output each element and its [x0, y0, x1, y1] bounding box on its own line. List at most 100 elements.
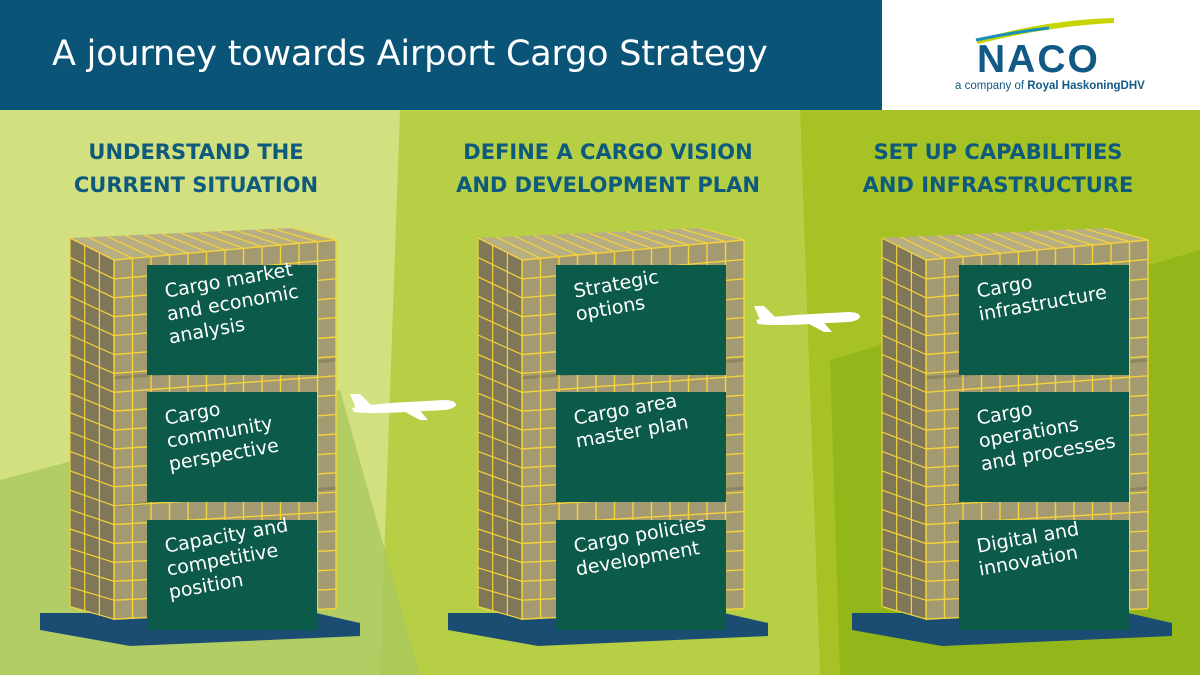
net-top-line: [143, 234, 189, 254]
net-side-hline: [881, 470, 927, 488]
logo-tagline: a company of Royal HaskoningDHV: [955, 80, 1145, 92]
net-top-line: [937, 234, 982, 256]
net-top-line: [607, 231, 652, 249]
net-top-line: [291, 227, 337, 241]
net-top-line: [533, 234, 578, 256]
net-top-line: [88, 236, 133, 259]
net-side-hline: [69, 412, 115, 431]
net-side-hline: [69, 547, 115, 563]
net-top-line: [180, 232, 226, 251]
net-side-hline: [477, 431, 523, 450]
net-top-line: [162, 233, 207, 253]
net-hline: [925, 375, 1149, 393]
net-side-hline: [477, 276, 523, 299]
net-top-line: [881, 237, 927, 261]
net-side-hline: [477, 470, 523, 488]
net-side-hline: [477, 373, 523, 393]
net-side-hline: [69, 489, 115, 507]
logo-wordmark: NACO: [977, 38, 1100, 81]
airplane-icon: [350, 394, 456, 420]
net-top-line: [974, 233, 1019, 253]
net-top-line: [918, 235, 964, 258]
column-3-heading: SET UP CAPABILITIES AND INFRASTRUCTURE: [828, 136, 1168, 202]
net-side-hline: [477, 489, 523, 507]
column-1-heading-line-2: CURRENT SITUATION: [73, 173, 319, 197]
net-side-hline: [69, 470, 115, 488]
net-side-hline: [69, 315, 115, 337]
net-side-hline: [477, 586, 523, 601]
logo-tagline-prefix: a company of: [955, 80, 1025, 92]
net-side-hline: [69, 567, 115, 582]
page-title: A journey towards Airport Cargo Strategy: [52, 34, 768, 74]
net-top-line: [1103, 227, 1149, 241]
net-side-hline: [477, 528, 523, 545]
net-side-hline: [69, 334, 115, 356]
net-top-line: [125, 234, 170, 256]
net-top-line: [570, 233, 615, 253]
net-side-hline: [69, 392, 115, 412]
naco-logo: NACO a company of Royal HaskoningDHV: [882, 0, 1200, 110]
net-side-hline: [69, 586, 115, 601]
net-top-line: [236, 229, 281, 246]
logo-swoosh-icon: [975, 18, 1114, 44]
crate-side: [70, 238, 114, 620]
net-top-line: [199, 231, 244, 249]
net-side-hline: [881, 295, 927, 318]
net-side-hline: [477, 606, 523, 620]
net-top-line: [588, 232, 634, 251]
crate-top: [70, 228, 336, 260]
net-side-hline: [881, 353, 927, 374]
net-side-hline: [881, 334, 927, 356]
net-side-hline: [477, 295, 523, 318]
net-top-line: [496, 236, 541, 259]
net-side-hline: [477, 547, 523, 563]
net-top-line: [106, 235, 152, 258]
net-side-hline: [881, 567, 927, 582]
net-top-line: [551, 234, 597, 254]
crate-top: [882, 228, 1148, 260]
net-side-hline: [69, 450, 115, 469]
crate-side: [882, 238, 926, 620]
net-side-hline: [69, 353, 115, 374]
net-side-hline: [69, 373, 115, 393]
net-hline: [113, 239, 337, 261]
net-side-hline: [69, 256, 115, 280]
net-side-hline: [477, 412, 523, 431]
net-hline: [925, 239, 1149, 261]
net-top-line: [644, 229, 689, 246]
net-top-line: [699, 227, 745, 241]
net-side-hline: [477, 567, 523, 582]
header-bar: A journey towards Airport Cargo Strategy: [0, 0, 882, 110]
airplane-icon: [754, 306, 860, 332]
net-hline: [521, 239, 745, 261]
net-top-line: [625, 230, 671, 248]
net-side-hline: [69, 276, 115, 299]
net-side-hline: [477, 315, 523, 337]
net-side-hline: [69, 509, 115, 526]
net-hline: [113, 375, 337, 393]
net-top-line: [1066, 229, 1112, 244]
net-side-hline: [69, 528, 115, 545]
net-side-hline: [69, 606, 115, 620]
column-2-heading-line-1: DEFINE A CARGO VISION: [463, 140, 753, 164]
net-side-hline: [477, 256, 523, 280]
net-side-hline: [881, 276, 927, 299]
column-1-heading: UNDERSTAND THE CURRENT SITUATION: [26, 136, 366, 202]
net-side-hline: [881, 315, 927, 337]
net-side-hline: [477, 509, 523, 526]
net-side-hline: [69, 431, 115, 450]
net-top-line: [477, 237, 523, 261]
net-side-hline: [881, 373, 927, 393]
